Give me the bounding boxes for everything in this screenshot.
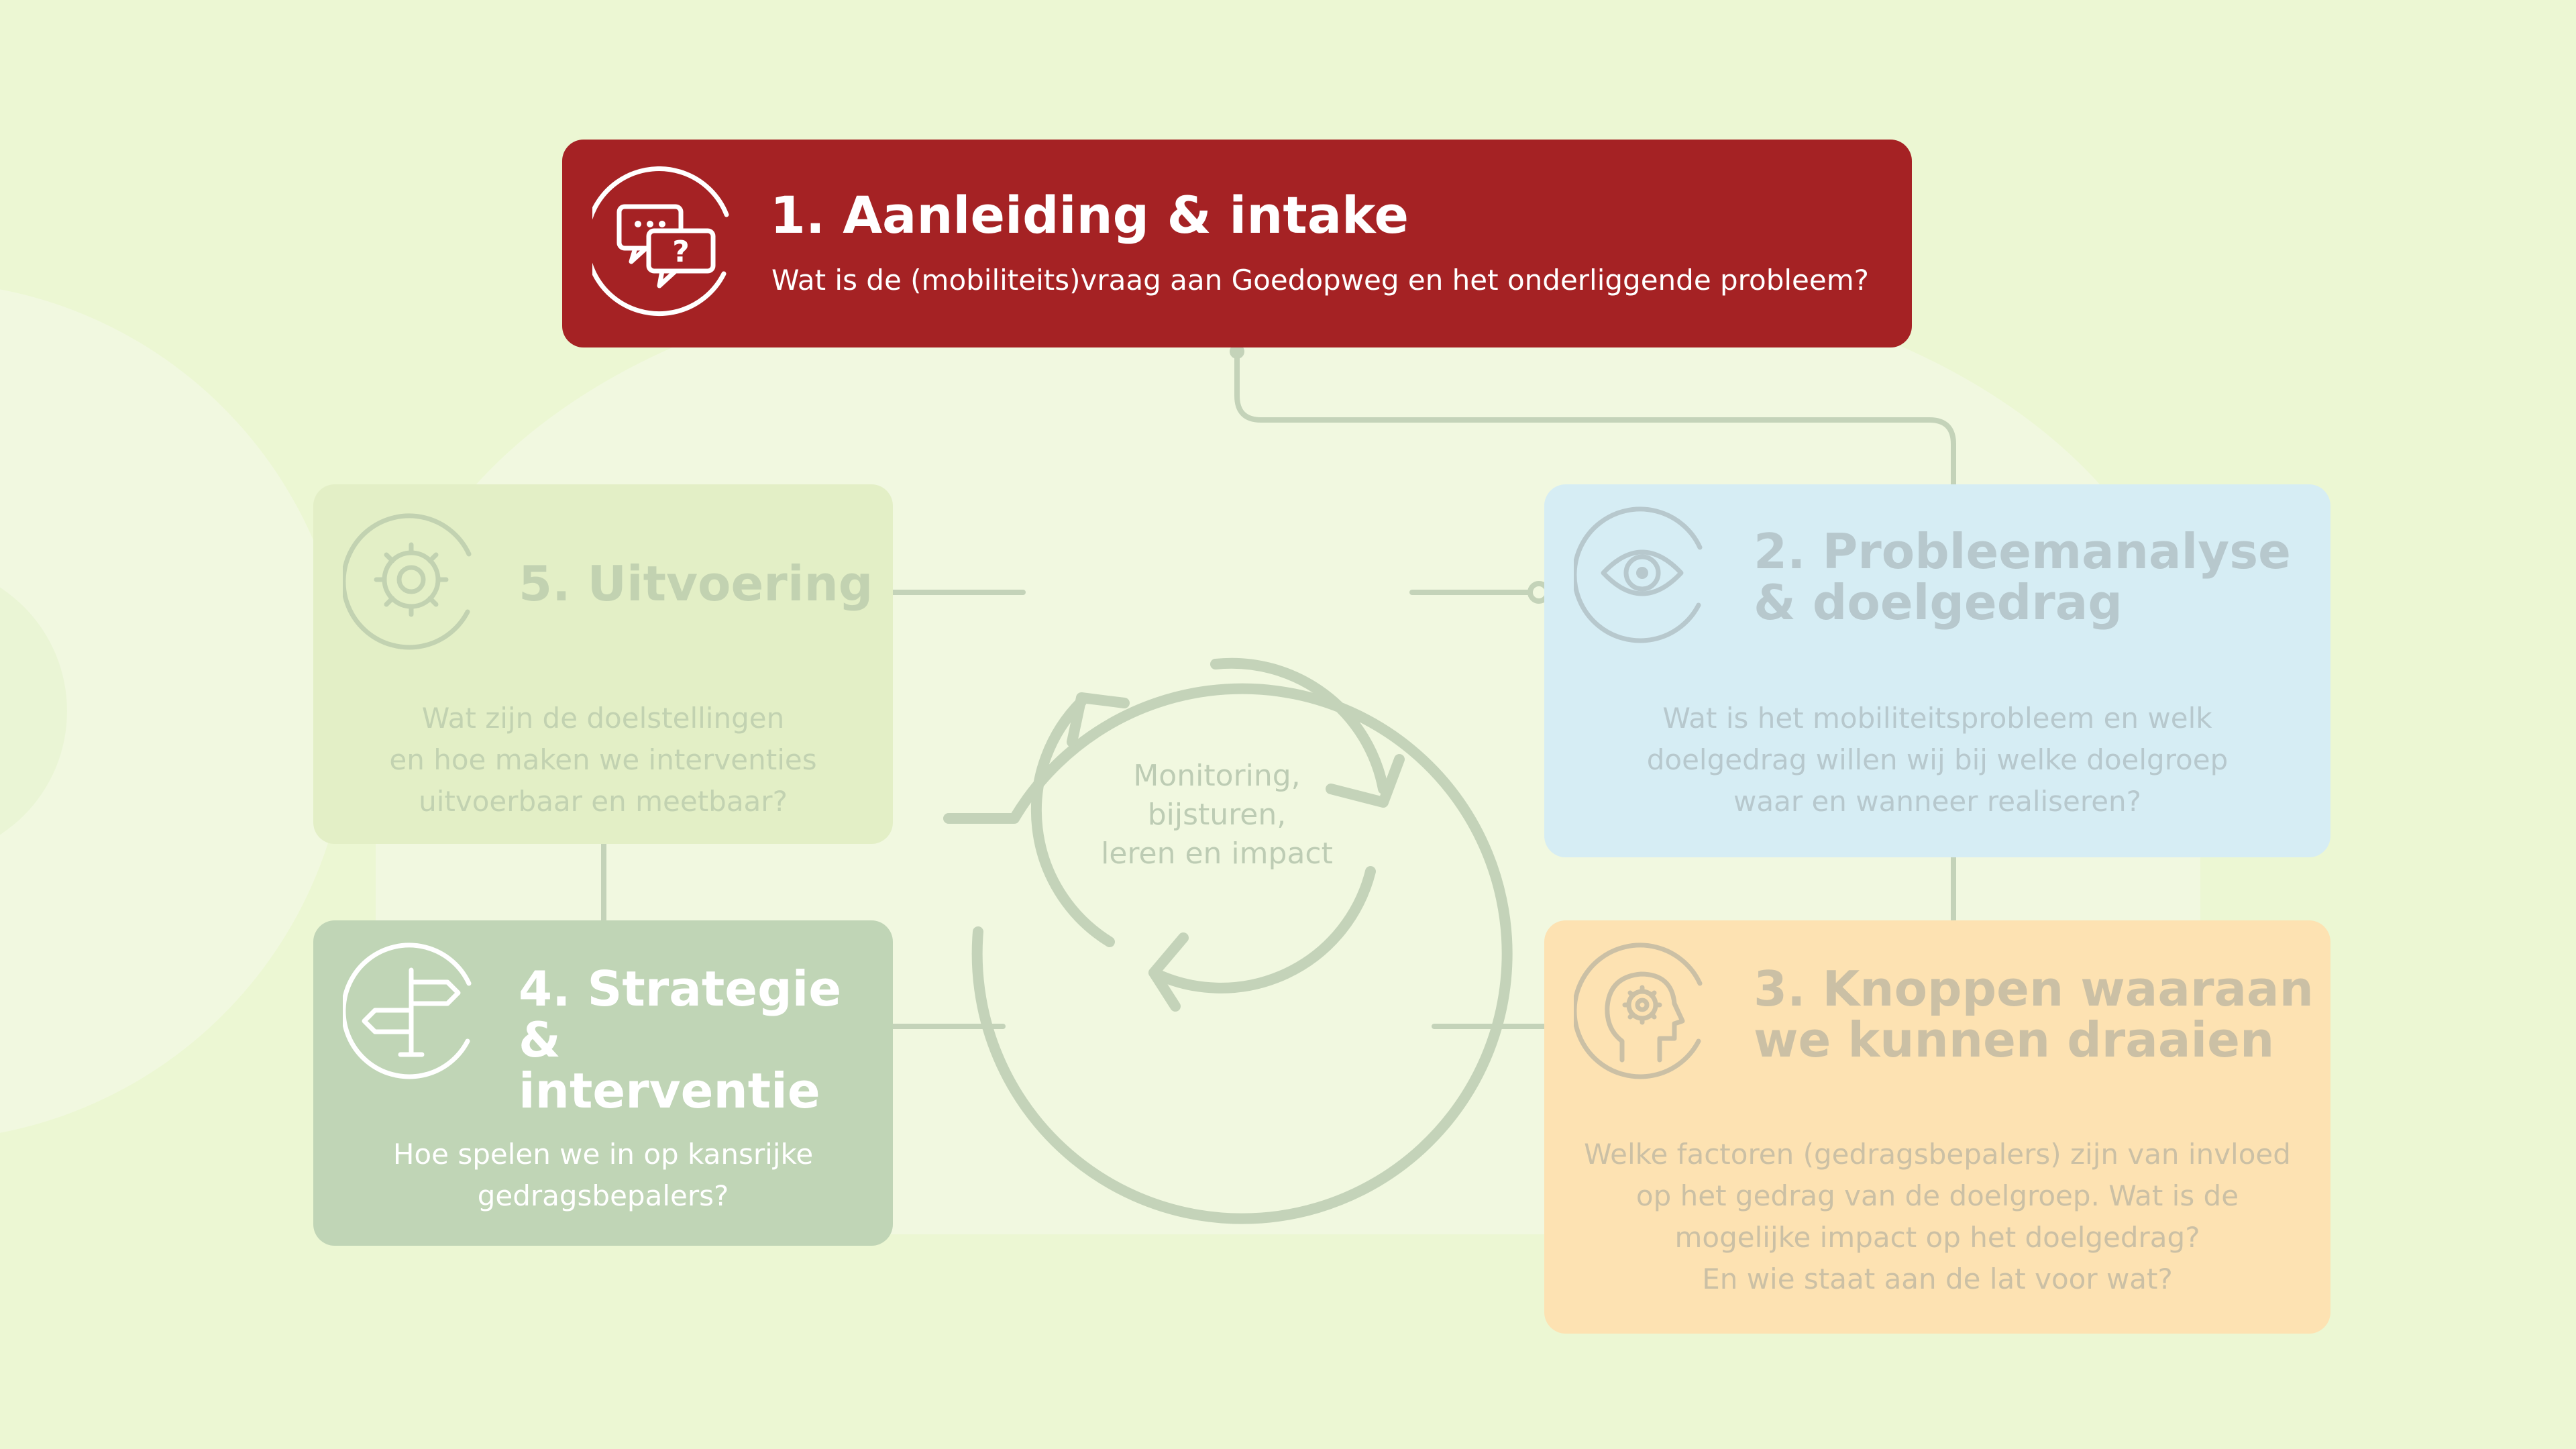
connectors <box>601 349 1956 1029</box>
step-2-card[interactable]: 2. Probleemanalyse & doelgedrag Wat is h… <box>1544 484 2330 857</box>
step-1-title: 1. Aanleiding & intake <box>770 185 1409 245</box>
gear-icon <box>343 513 472 650</box>
step-3-title: 3. Knoppen waaraan we kunnen draaien <box>1754 961 2314 1068</box>
head-gear-icon <box>1574 943 1703 1079</box>
step-5-description: Wat zijn de doelstellingen en hoe maken … <box>389 702 817 818</box>
cycle-arrowhead-bottom <box>1148 932 1189 1012</box>
step-3-description: Welke factoren (gedragsbepalers) zijn va… <box>1584 1138 2291 1295</box>
cycle-arrow-bottom <box>1148 866 1376 994</box>
cycle-arrows-icon <box>943 657 1513 1224</box>
step-2-description: Wat is het mobiliteitsprobleem en welk d… <box>1646 702 2229 818</box>
step-1-card[interactable]: ? 1. Aanleiding & intake Wat is de (mobi… <box>562 140 1912 347</box>
step-1-description: Wat is de (mobiliteits)vraag aan Goedopw… <box>771 264 1869 297</box>
step-5-title: 5. Uitvoering <box>519 555 873 612</box>
step-2-title: 2. Probleemanalyse & doelgedrag <box>1754 523 2291 631</box>
connector-1-2 <box>1234 349 1956 487</box>
background-circle-left-inner <box>0 587 67 835</box>
step-3-card[interactable]: 3. Knoppen waaraan we kunnen draaien Wel… <box>1544 920 2330 1334</box>
cycle-arrow-left <box>1030 696 1115 947</box>
step-4-card[interactable]: 4. Strategie & interventie Hoe spelen we… <box>313 920 893 1246</box>
cycle-outer-ring <box>943 683 1513 1224</box>
step-4-description: Hoe spelen we in op kansrijke gedragsbep… <box>392 1138 814 1212</box>
cycle-arrowhead-top <box>1326 754 1405 808</box>
connector-dot-top <box>1230 344 1244 359</box>
center-label: Monitoring, bijsturen, leren en impact <box>1101 759 1333 871</box>
svg-text:?: ? <box>672 235 690 269</box>
signpost-icon <box>343 943 472 1079</box>
chat-question-icon: ? <box>592 166 729 317</box>
step-5-card[interactable]: 5. Uitvoering Wat zijn de doelstellingen… <box>313 484 893 844</box>
background-circle-left <box>0 289 349 1133</box>
cycle-arrowhead-left <box>1067 692 1130 747</box>
step-4-title: 4. Strategie & interventie <box>519 961 842 1119</box>
cycle-arrow-top <box>1210 657 1389 794</box>
eye-icon <box>1574 506 1703 643</box>
